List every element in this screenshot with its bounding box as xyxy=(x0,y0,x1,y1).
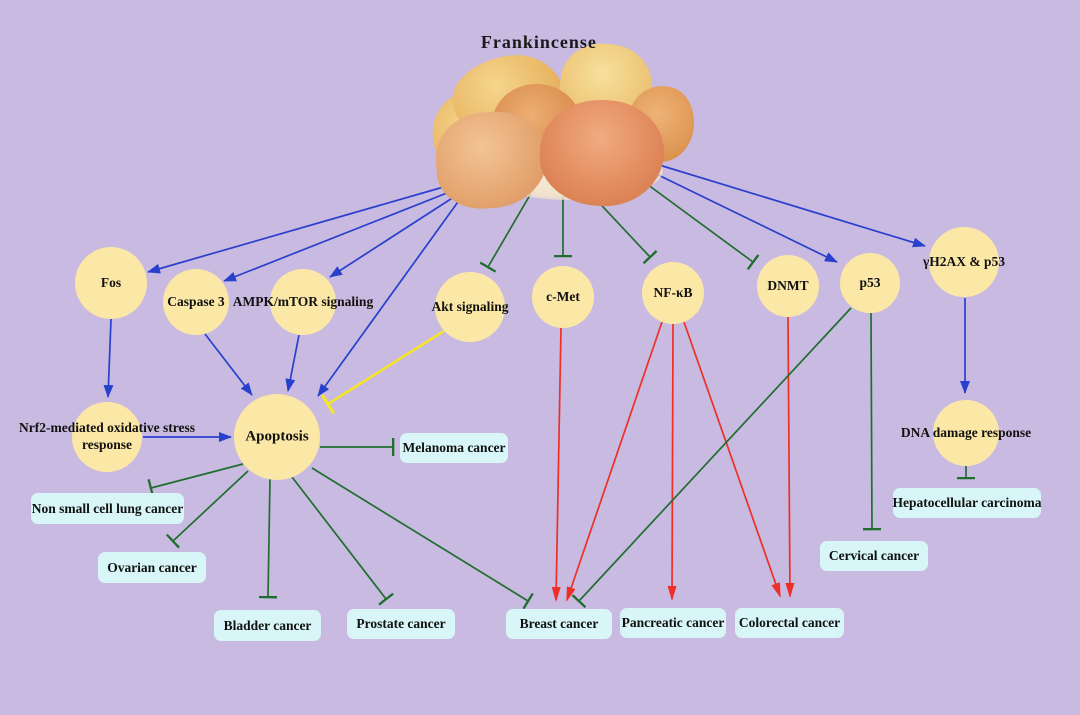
node-dna-damage-response-label: DNA damage response xyxy=(900,425,1032,440)
edge-apoptosis-to-breast xyxy=(311,467,528,601)
edge-nfkb-to-colorectal xyxy=(683,321,781,598)
node-caspase3-label: Caspase 3 xyxy=(167,294,225,309)
edge-nfkb-to-pancreatic xyxy=(667,323,677,601)
node-dnmt-label: DNMT xyxy=(767,278,809,293)
edge-apoptosis-to-bladder xyxy=(268,478,270,597)
box-breast-cancer-label: Breast cancer xyxy=(519,616,599,631)
box-non-small-cell-lung-cancer: Non small cell lung cancer xyxy=(31,493,184,524)
box-pancreatic-cancer-label: Pancreatic cancer xyxy=(621,615,725,630)
edge-akt-to-apoptosis xyxy=(328,329,445,404)
box-bladder-cancer-label: Bladder cancer xyxy=(223,617,312,633)
box-prostate-cancer: Prostate cancer xyxy=(347,609,455,639)
edge-fos-to-nrf2 xyxy=(103,318,114,398)
node-akt-label: Akt signaling xyxy=(431,299,509,314)
node-p53: p53 xyxy=(840,253,900,313)
edge-frank-to-apoptosis xyxy=(317,187,469,397)
edge-cmet-to-breast xyxy=(551,327,562,602)
node-fos-label: Fos xyxy=(100,275,122,290)
box-ovarian-cancer-label: Ovarian cancer xyxy=(107,559,197,575)
node-nrf2-label: Nrf2-mediated oxidative stress response xyxy=(19,420,195,452)
box-ovarian-cancer: Ovarian cancer xyxy=(98,552,206,583)
node-gh2ax-p53: γH2AX & p53 xyxy=(923,227,1005,297)
node-ampk-mtor-label: AMPK/mTOR signaling xyxy=(232,294,374,309)
edge-frank-to-caspase3 xyxy=(223,190,453,282)
box-bladder-cancer: Bladder cancer xyxy=(214,610,321,641)
edge-p53-to-cervical xyxy=(871,312,872,529)
box-hepatocellular-carcinoma: Hepatocellular carcinoma xyxy=(892,488,1042,518)
box-cervical-cancer: Cervical cancer xyxy=(820,541,928,571)
node-fos: Fos xyxy=(75,247,147,319)
box-cervical-cancer-label: Cervical cancer xyxy=(828,548,920,563)
edge-frank-to-p53 xyxy=(647,169,838,263)
box-colorectal-cancer: Colorectal cancer xyxy=(735,608,844,638)
node-akt: Akt signaling xyxy=(432,272,508,342)
box-colorectal-cancer-label: Colorectal cancer xyxy=(738,615,841,630)
node-nfkb: NF-κB xyxy=(642,262,704,324)
edge-ampk-to-apoptosis xyxy=(285,334,300,392)
edge-caspase3-to-apoptosis xyxy=(204,333,253,396)
edge-frank-to-dnmt xyxy=(635,175,753,262)
box-breast-cancer: Breast cancer xyxy=(506,609,612,639)
edge-nfkb-to-breast xyxy=(566,321,663,602)
node-apoptosis-label: Apoptosis xyxy=(245,428,309,445)
node-caspase3: Caspase 3 xyxy=(163,269,229,335)
edge-frank-to-gh2ax xyxy=(655,163,926,248)
box-non-small-cell-lung-cancer-label: Non small cell lung cancer xyxy=(31,500,184,516)
node-nfkb-label: NF-κB xyxy=(653,285,693,300)
node-ampk-mtor: AMPK/mTOR signaling xyxy=(233,269,373,335)
diagram-title: Frankincense xyxy=(480,32,597,52)
box-pancreatic-cancer: Pancreatic cancer xyxy=(620,608,726,638)
edge-apoptosis-to-nsclc xyxy=(151,463,244,488)
node-cmet: c-Met xyxy=(532,266,594,328)
edge-dnmt-to-colorectal xyxy=(785,316,795,598)
node-p53-label: p53 xyxy=(859,275,881,290)
box-melanoma-cancer: Melanoma cancer xyxy=(400,433,508,463)
node-nrf2: Nrf2-mediated oxidative stress response xyxy=(19,402,195,472)
edge-frank-to-ampk xyxy=(329,194,458,278)
edge-frank-to-fos xyxy=(147,185,448,274)
node-cmet-label: c-Met xyxy=(546,289,580,304)
box-prostate-cancer-label: Prostate cancer xyxy=(356,616,446,631)
box-melanoma-cancer-label: Melanoma cancer xyxy=(402,440,506,455)
edge-p53-to-breast xyxy=(579,307,852,601)
box-hepatocellular-carcinoma-label: Hepatocellular carcinoma xyxy=(892,495,1042,510)
node-gh2ax-p53-label: γH2AX & p53 xyxy=(922,254,1006,269)
node-apoptosis: Apoptosis xyxy=(234,394,320,480)
edge-apoptosis-to-ovarian xyxy=(173,470,249,541)
edge-apoptosis-to-prostate xyxy=(291,476,386,599)
node-dna-damage-response: DNA damage response xyxy=(901,400,1031,466)
node-dnmt: DNMT xyxy=(757,255,819,317)
